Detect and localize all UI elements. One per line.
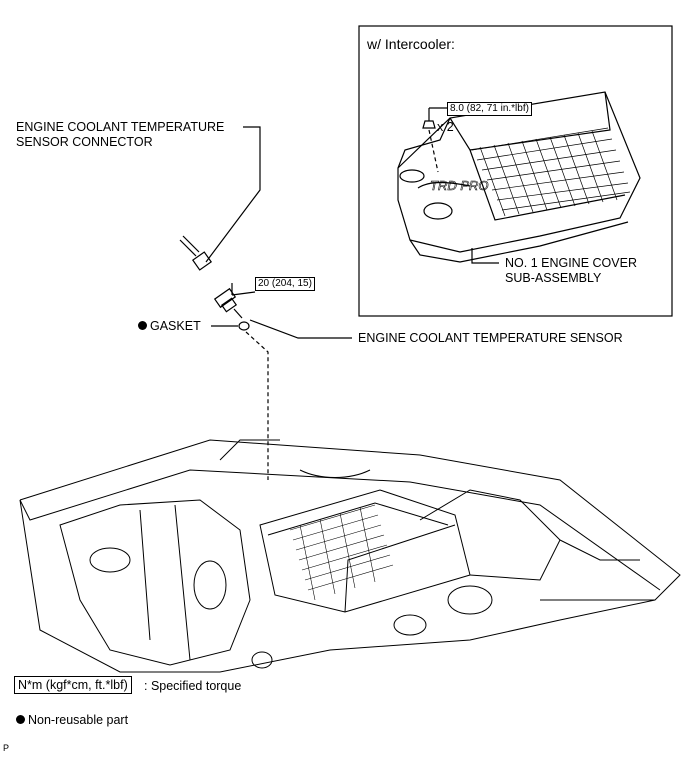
legend-nonreusable-text: Non-reusable part — [28, 713, 129, 727]
torque-box-cover-nut: 8.0 (82, 71 in.*lbf) — [447, 102, 532, 116]
intercooler-grille — [471, 127, 631, 217]
legend-torque-unit: N*m (kgf*cm, ft.*lbf) — [14, 676, 132, 694]
cover-nut — [422, 107, 447, 173]
inset-frame — [358, 25, 673, 317]
connector-label-line1: ENGINE COOLANT TEMPERATURE — [16, 120, 225, 134]
engine-cover-illustration: TRD PRO — [397, 91, 641, 263]
nonreusable-dot-icon — [138, 321, 147, 331]
gasket-text: GASKET — [150, 319, 201, 333]
cover-label-line1: NO. 1 ENGINE COVER — [505, 256, 637, 270]
connector-leader — [205, 126, 261, 263]
sensor-leader — [249, 319, 352, 339]
harness-connector — [179, 235, 213, 271]
inset-title: w/ Intercooler: — [367, 36, 455, 52]
sensor-label: ENGINE COOLANT TEMPERATURE SENSOR — [358, 331, 623, 345]
coolant-sensor — [213, 283, 256, 319]
quantity-label: x 2 — [437, 120, 454, 134]
nonreusable-dot-icon — [16, 715, 25, 725]
legend-torque-desc: : Specified torque — [144, 679, 242, 693]
cover-label-line2: SUB-ASSEMBLY — [505, 271, 602, 285]
install-line — [245, 331, 269, 480]
cover-leader — [471, 248, 499, 264]
legend-nonreusable: Non-reusable part — [16, 713, 128, 728]
svg-text:TRD PRO: TRD PRO — [430, 178, 489, 193]
engine-bay-illustration — [19, 439, 681, 673]
gasket-part — [238, 321, 250, 331]
gasket-label: GASKET — [138, 319, 201, 334]
torque-box-sensor: 20 (204, 15) — [255, 277, 315, 291]
connector-label-line2: SENSOR CONNECTOR — [16, 135, 153, 149]
footer-code: P — [3, 743, 10, 753]
engine-bay-grille — [289, 504, 394, 601]
